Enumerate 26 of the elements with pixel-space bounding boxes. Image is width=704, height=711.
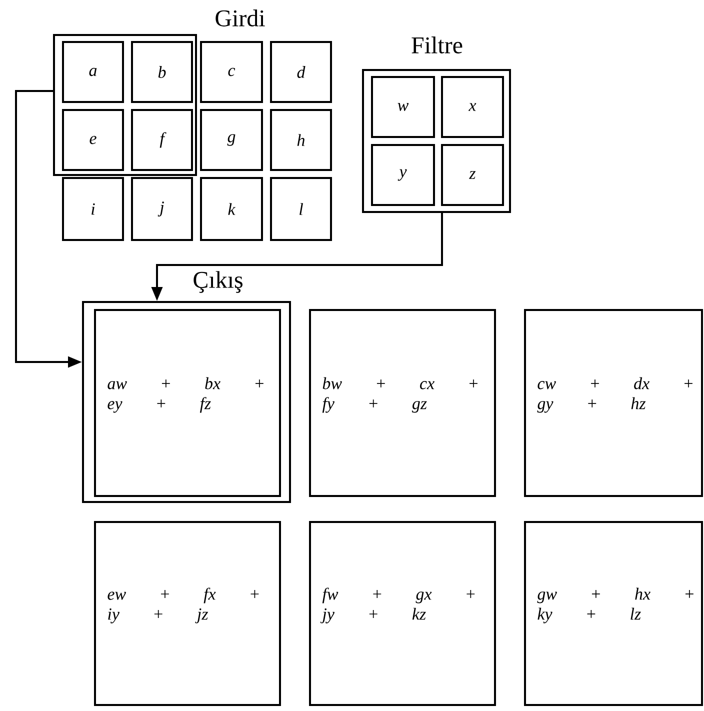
heading: Girdi (216, 10, 265, 26)
grid-cell: c (200, 41, 263, 103)
output-cell: fw + gx + jy + kz (309, 521, 496, 706)
grid-cell: f (131, 109, 193, 171)
grid-cell: y (371, 144, 435, 206)
grid-cell: h (270, 109, 332, 171)
output-cell: ew + fx + iy + jz (94, 521, 281, 706)
node-label: Filtre (412, 36, 462, 54)
grid-cell: b (131, 41, 193, 103)
grid-cell: j (131, 177, 193, 241)
grid-cell: k (200, 177, 263, 241)
grid-cell: x (441, 76, 504, 138)
output-cell: bw + cx + fy + gz (309, 309, 496, 497)
grid-cell: a (62, 41, 124, 103)
output-cell: aw + bx + ey + fz (94, 309, 281, 497)
grid-cell: e (62, 109, 124, 171)
node-label: Çıkış (194, 271, 242, 293)
frame-box (53, 34, 197, 176)
grid-cell: l (270, 177, 332, 241)
output-cell: gw + hx + ky + lz (524, 521, 703, 706)
output-cell: cw + dx + gy + hz (524, 309, 703, 497)
grid-cell: d (270, 41, 332, 103)
grid-cell: g (200, 109, 263, 171)
grid-cell: z (441, 144, 504, 206)
grid-cell: i (62, 177, 124, 241)
grid-cell: w (371, 76, 435, 138)
